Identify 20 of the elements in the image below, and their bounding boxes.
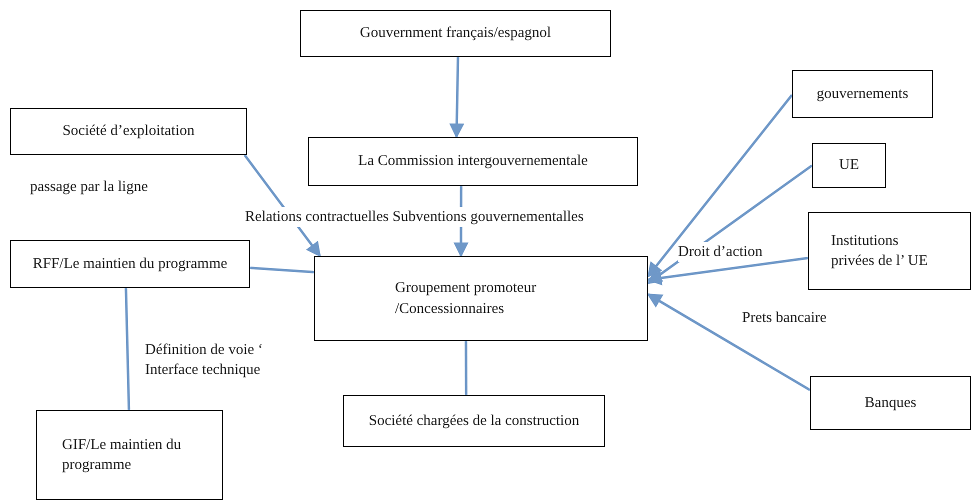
arrow [449, 56, 464, 138]
process-box: Gouvernment français/espagnol [300, 10, 611, 57]
annotation-text: Droit d’action [678, 242, 763, 262]
process-box: La Commission intergouvernementale [308, 137, 638, 186]
process-box: Banques [810, 376, 971, 430]
process-box: Groupement promoteur /Concessionnaires [314, 256, 648, 341]
arrow [646, 293, 811, 392]
process-box: UE [812, 143, 886, 188]
annotation-text: Relations contractuelles Subventions gouvernementalles [245, 207, 584, 228]
arrow [646, 256, 808, 286]
process-box: gouvernements [792, 70, 933, 118]
process-box: Institutions privées de l’ UE [808, 212, 971, 290]
connector-line [250, 266, 314, 274]
process-box: Société d’exploitation [10, 108, 247, 155]
process-box: Société chargées de la construction [343, 395, 605, 447]
arrow [647, 94, 793, 278]
process-box: GIF/Le maintien du programme [36, 410, 223, 500]
connector-line [124, 288, 130, 410]
process-box: RFF/Le maintien du programme [10, 240, 250, 288]
connector-line [464, 341, 468, 395]
